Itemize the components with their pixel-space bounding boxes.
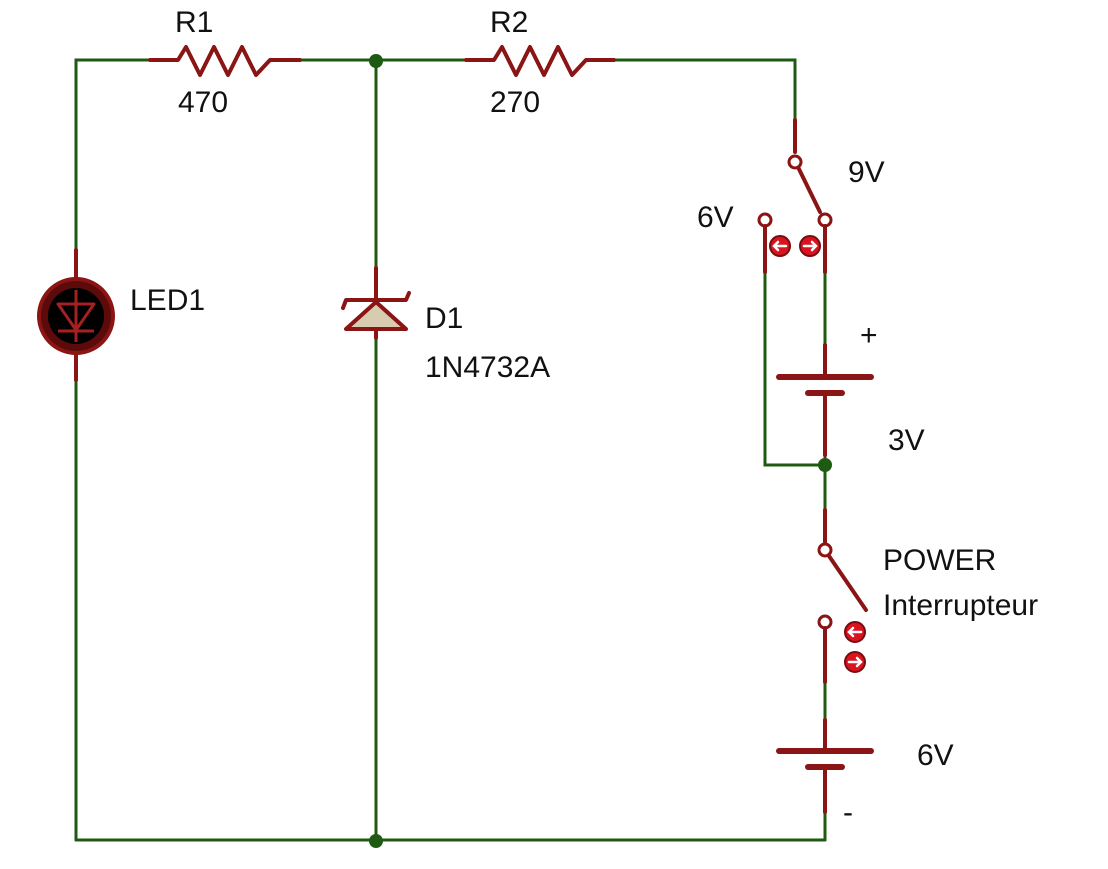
selector-lever	[795, 163, 822, 214]
junction-bottom	[369, 834, 383, 848]
arrow-down-icon	[847, 656, 863, 668]
power-switch[interactable]: POWER Interrupteur	[817, 508, 1038, 684]
selector-right-button[interactable]	[799, 235, 821, 257]
arrow-right-icon	[802, 240, 818, 252]
selector-label-6v: 6V	[697, 201, 734, 234]
wires	[74, 58, 827, 842]
resistor-r2-ref: R2	[490, 6, 528, 39]
selector-left-button[interactable]	[769, 235, 791, 257]
battery-6v-voltage: 6V	[917, 739, 954, 772]
power-sublabel: Interrupteur	[883, 589, 1038, 622]
led-led1[interactable]: LED1	[37, 248, 205, 382]
selector-pin-common	[787, 154, 803, 170]
battery-3v[interactable]: + 3V	[776, 319, 925, 457]
wire-6v-tap	[763, 268, 827, 467]
battery-3v-plus: +	[860, 319, 878, 352]
arrow-left-icon	[772, 240, 788, 252]
battery-6v-minus: -	[843, 796, 853, 829]
power-up-button[interactable]	[844, 621, 866, 643]
junction-top	[369, 54, 383, 68]
resistor-r2-value: 270	[490, 86, 540, 119]
selector-switch[interactable]: 6V 9V	[697, 118, 885, 274]
wire-r2-to-switch	[612, 58, 797, 122]
battery-6v[interactable]: 6V -	[776, 718, 954, 829]
power-label: POWER	[883, 544, 996, 577]
selector-label-9v: 9V	[848, 156, 885, 189]
power-down-button[interactable]	[844, 651, 866, 673]
arrow-up-icon	[847, 626, 863, 638]
battery-3v-voltage: 3V	[888, 424, 925, 457]
zener-triangle	[344, 300, 408, 331]
wire-top-left	[74, 58, 152, 292]
zener-d1[interactable]: D1 1N4732A	[341, 266, 550, 384]
power-pin-common	[817, 542, 833, 558]
led-ref: LED1	[130, 284, 205, 317]
resistor-r1-symbol	[148, 45, 302, 77]
resistor-r1-value: 470	[178, 86, 228, 119]
resistor-r1-ref: R1	[175, 6, 213, 39]
resistor-r2[interactable]: R2 270	[464, 6, 616, 119]
zener-part: 1N4732A	[425, 351, 550, 384]
resistor-r2-symbol	[464, 45, 616, 77]
power-lever	[827, 554, 868, 612]
junction-right	[818, 458, 832, 472]
zener-ref: D1	[425, 302, 463, 335]
resistor-r1[interactable]: R1 470	[148, 6, 302, 119]
zener-bar	[341, 291, 411, 310]
